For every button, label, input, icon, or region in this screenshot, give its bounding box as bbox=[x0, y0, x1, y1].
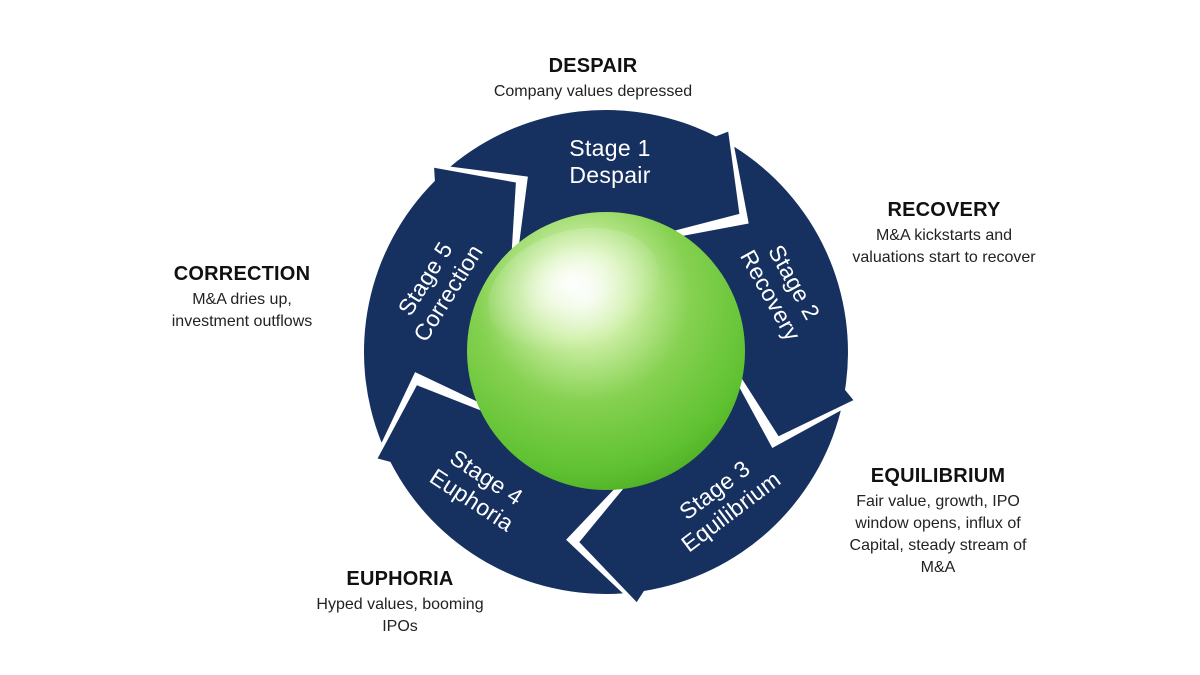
center-sphere-group bbox=[467, 212, 745, 490]
ring-segment-stage-4 bbox=[377, 385, 623, 594]
ring-segments-group bbox=[363, 109, 854, 603]
callout-euphoria: EUPHORIA Hyped values, booming IPOs bbox=[305, 567, 495, 638]
callout-body-recovery: M&A kickstarts and valuations start to r… bbox=[852, 227, 1036, 266]
callout-recovery: RECOVERY M&A kickstarts and valuations st… bbox=[849, 198, 1039, 269]
callout-body-equilibrium: Fair value, growth, IPO window opens, in… bbox=[849, 493, 1027, 576]
callout-title-equilibrium: EQUILIBRIUM bbox=[870, 465, 1006, 487]
callout-title-despair: DESPAIR bbox=[548, 55, 638, 77]
callout-body-correction: M&A dries up, investment outflows bbox=[171, 291, 313, 330]
callout-title-euphoria: EUPHORIA bbox=[346, 568, 454, 590]
callout-correction: CORRECTION M&A dries up, investment outfl… bbox=[157, 262, 327, 333]
sphere-gloss-highlight bbox=[488, 227, 660, 355]
callout-title-correction: CORRECTION bbox=[173, 263, 311, 285]
callout-title-recovery: RECOVERY bbox=[887, 199, 1001, 221]
callout-equilibrium: EQUILIBRIUM Fair value, growth, IPO windo… bbox=[838, 464, 1038, 579]
callout-body-despair: Company values depressed bbox=[493, 83, 693, 100]
ring-segment-stage-1 bbox=[450, 109, 740, 248]
callout-body-euphoria: Hyped values, booming IPOs bbox=[316, 596, 484, 635]
ring-segment-stage-5 bbox=[363, 167, 516, 443]
ring-segment-stage-3 bbox=[579, 384, 841, 603]
stage-number: Stage 1 bbox=[569, 135, 651, 161]
callout-despair: DESPAIR Company values depressed bbox=[453, 54, 733, 103]
ring-segment-stage-2 bbox=[678, 146, 854, 437]
stage-name: Despair bbox=[569, 162, 651, 188]
